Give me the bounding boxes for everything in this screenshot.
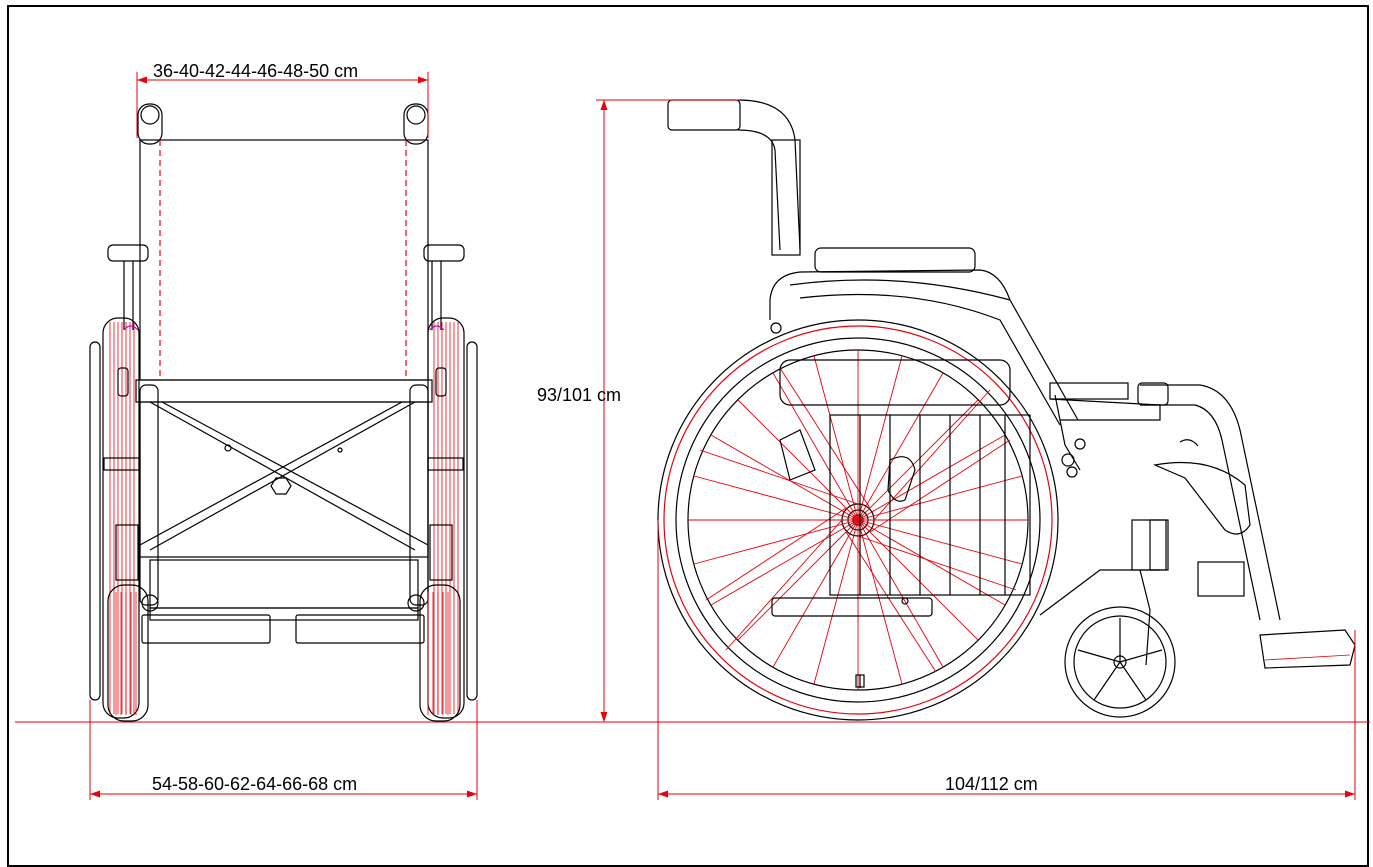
side-view: [657, 99, 1356, 721]
front-view: [89, 103, 478, 722]
seat-width-label: 36-40-42-44-46-48-50 cm: [153, 61, 358, 81]
overall-width-label: 54-58-60-62-64-66-68 cm: [152, 774, 357, 794]
overall-height-label: 93/101 cm: [537, 385, 621, 405]
drawing-frame: [7, 5, 1369, 867]
caster-wheel: [1064, 606, 1176, 718]
overall-length-label: 104/112 cm: [945, 774, 1038, 794]
dimension-lines: [89, 72, 1356, 800]
